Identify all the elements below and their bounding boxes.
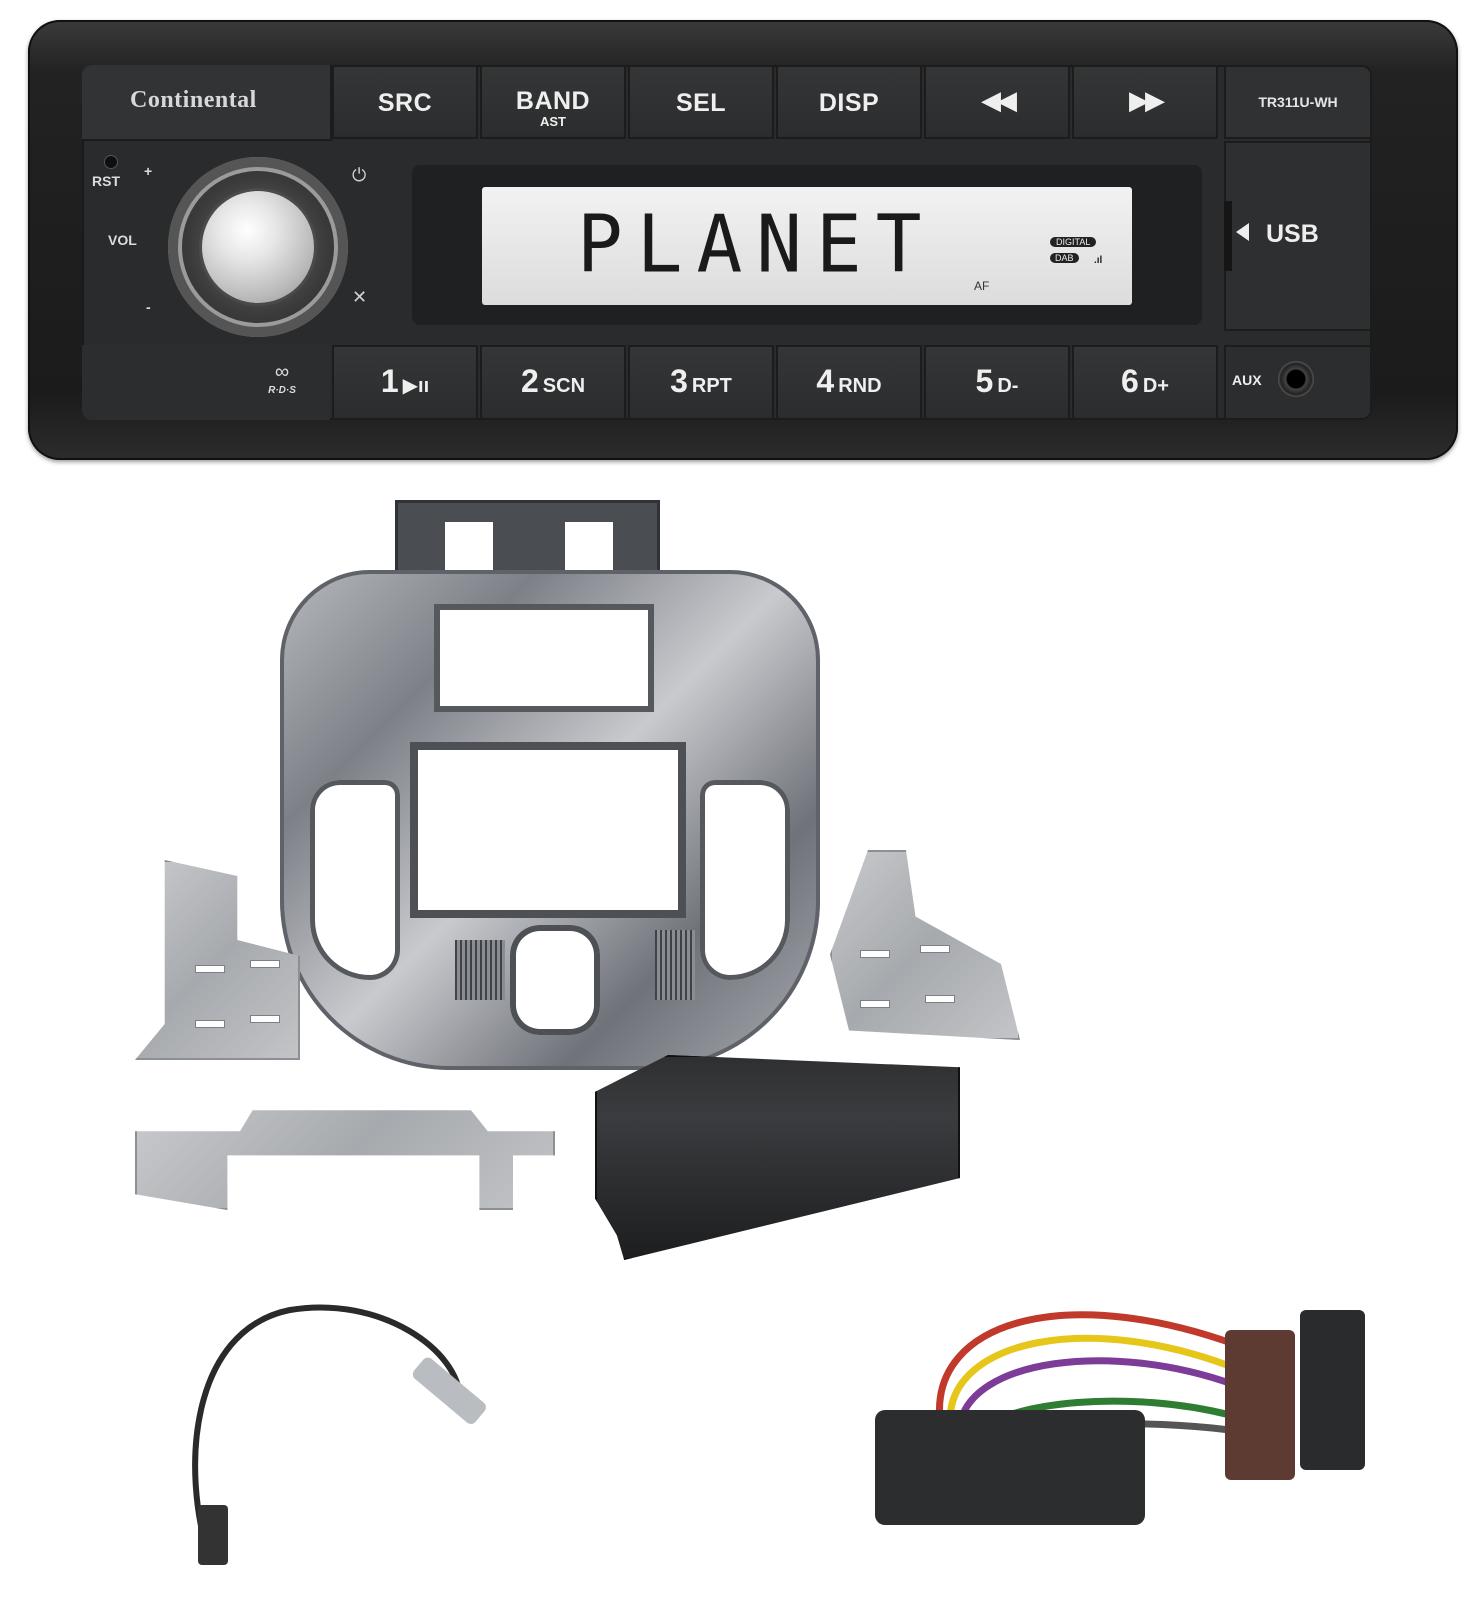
bracket-hole <box>445 522 493 578</box>
antenna-adapter-cable <box>192 1304 486 1565</box>
bracket-slot <box>860 950 890 958</box>
model-label: TR311U-WH <box>1224 65 1372 139</box>
volume-minus-label: - <box>146 299 151 315</box>
usb-label: USB <box>1266 220 1319 248</box>
preset-suffix: D- <box>997 375 1019 397</box>
bracket-slot <box>195 965 225 973</box>
bracket-slot <box>250 1015 280 1023</box>
src-button-label: SRC <box>377 89 433 117</box>
af-indicator: AF <box>974 279 990 293</box>
fast-forward-icon: ▶▶ <box>1129 85 1165 115</box>
mounting-bracket-left <box>135 860 300 1060</box>
preset-number: 5 <box>975 363 994 399</box>
signal-strength-icon: .ıl <box>1094 255 1103 266</box>
wire-yellow <box>946 1334 1242 1421</box>
band-button-sublabel: AST <box>540 114 566 129</box>
disp-button-label: DISP <box>818 89 880 117</box>
fast-forward-button[interactable]: ▶▶ <box>1072 65 1218 139</box>
vehicle-connector <box>875 1410 1145 1525</box>
display-text: PLANET <box>577 196 936 291</box>
fascia-grille-left <box>455 940 505 1000</box>
dab-badge: DAB <box>1050 253 1079 263</box>
power-icon: ⏻ <box>352 165 367 185</box>
play-pause-icon: ▶ıı <box>402 375 430 397</box>
eject-arrow-icon <box>1236 223 1249 241</box>
digital-badge: DIGITAL <box>1050 237 1097 247</box>
preset-suffix: RPT <box>691 375 732 397</box>
usb-slot <box>1224 201 1232 271</box>
mute-icon: ✕ <box>352 287 368 307</box>
rds-panel: ∞ R·D·S <box>82 345 330 420</box>
preset-number: 4 <box>816 363 835 399</box>
bracket-slot <box>860 1000 890 1008</box>
dash-fascia-panel <box>280 570 820 1070</box>
sel-button-label: SEL <box>675 89 727 117</box>
fascia-center-opening <box>510 925 600 1035</box>
volume-plus-label: + <box>144 163 153 179</box>
brand-panel: Continental <box>82 65 332 141</box>
rewind-button[interactable]: ◀◀ <box>924 65 1070 139</box>
preset-number: 6 <box>1121 363 1139 399</box>
rds-label: R·D·S <box>268 385 296 396</box>
src-button[interactable]: SRC <box>332 65 478 139</box>
rewind-icon: ◀◀ <box>981 85 1017 115</box>
fascia-right-vent-opening <box>700 780 790 980</box>
aux-jack[interactable] <box>1278 361 1314 397</box>
preset-number: 3 <box>670 363 688 399</box>
sel-button[interactable]: SEL <box>628 65 774 139</box>
fascia-upper-opening <box>440 610 648 706</box>
wire-red <box>936 1311 1252 1421</box>
volume-knob[interactable] <box>202 191 314 303</box>
antenna-cable <box>192 1304 463 1561</box>
preset-suffix: RND <box>838 375 882 397</box>
iso-connector-black <box>1300 1310 1365 1470</box>
preset-number: 2 <box>520 363 539 399</box>
fascia-radio-opening <box>418 750 678 910</box>
fascia-grille-right <box>655 930 695 1000</box>
preset-number: 1 <box>380 363 399 399</box>
reset-label: RST <box>92 173 120 189</box>
rds-logo: ∞ R·D·S <box>262 359 302 405</box>
disp-button[interactable]: DISP <box>776 65 922 139</box>
lcd-display: PLANET DIGITAL DAB .ıl AF <box>482 187 1132 305</box>
bracket-slot <box>920 945 950 953</box>
car-radio: Continental SRC BAND AST SEL DISP ◀◀ ▶▶ … <box>28 20 1458 460</box>
fascia-left-vent-opening <box>310 780 400 980</box>
aux-label: AUX <box>1232 372 1262 388</box>
wire-purple <box>956 1357 1237 1426</box>
preset-suffix: D+ <box>1142 375 1169 397</box>
din-antenna-plug <box>412 1357 486 1424</box>
preset-button-1[interactable]: 1▶ıı <box>332 345 478 420</box>
iso-wiring-harness <box>875 1310 1365 1525</box>
aux-panel: AUX <box>1224 345 1372 420</box>
band-button-label: BAND <box>515 87 591 115</box>
bracket-slot <box>195 1020 225 1028</box>
band-button[interactable]: BAND AST <box>480 65 626 139</box>
storage-pocket <box>595 1055 960 1260</box>
fakra-connector <box>198 1505 228 1565</box>
bracket-slot <box>925 995 955 1003</box>
brand-logo: Continental <box>130 87 257 113</box>
mounting-bracket-right <box>830 850 1020 1040</box>
radio-faceplate: Continental SRC BAND AST SEL DISP ◀◀ ▶▶ … <box>82 65 1372 420</box>
support-bar-bracket <box>135 1110 555 1210</box>
volume-label: VOL <box>108 232 137 248</box>
bracket-hole <box>565 522 613 578</box>
preset-suffix: SCN <box>542 375 586 397</box>
reset-button[interactable] <box>104 155 118 169</box>
usb-eject-button[interactable]: USB <box>1224 141 1372 331</box>
iso-connector-brown <box>1225 1330 1295 1480</box>
rds-icon: ∞ <box>274 361 290 383</box>
bracket-slot <box>250 960 280 968</box>
